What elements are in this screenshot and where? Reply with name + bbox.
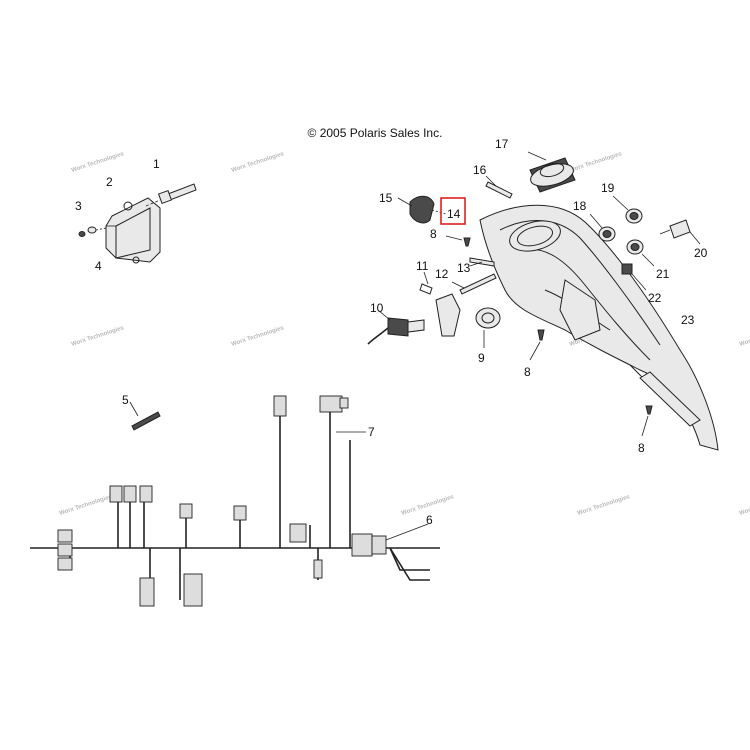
small-parts-18-22 xyxy=(589,195,701,291)
watermark: Worx Technologies xyxy=(739,325,750,348)
connector xyxy=(233,505,247,521)
callout-22: 22 xyxy=(648,291,662,305)
callout-20: 20 xyxy=(694,246,708,260)
highlight-box-part-14[interactable] xyxy=(440,197,466,225)
watermark: Worx Technologies xyxy=(577,494,632,517)
callout-11: 11 xyxy=(416,259,429,273)
connector xyxy=(183,573,203,607)
screw-16 xyxy=(485,175,513,199)
callout-8: 8 xyxy=(430,227,437,241)
connector xyxy=(139,577,155,607)
callout-19: 19 xyxy=(601,181,615,195)
callout-6: 6 xyxy=(426,513,433,527)
watermark: Worx Technologies xyxy=(569,151,624,174)
connector xyxy=(109,485,123,503)
watermark: Worx Technologies xyxy=(231,325,286,348)
bulb-10 xyxy=(367,309,425,345)
callout-23: 23 xyxy=(681,313,695,327)
connector xyxy=(179,503,193,519)
connector xyxy=(289,523,307,543)
switch-11 xyxy=(419,271,461,337)
watermark: Worx Technologies xyxy=(71,325,126,348)
bracket-15 xyxy=(397,195,447,224)
connector xyxy=(139,485,153,503)
callout-3: 3 xyxy=(75,199,82,213)
callout-18: 18 xyxy=(573,199,587,213)
screws-8 xyxy=(445,235,653,437)
headlight-pod-assembly xyxy=(479,204,719,451)
callout-14: 14 xyxy=(447,207,461,221)
copyright-text: © 2005 Polaris Sales Inc. xyxy=(307,126,443,140)
callout-21: 21 xyxy=(656,267,670,281)
connector xyxy=(273,395,287,417)
callouts: 1 2 3 4 5 6 7 8 9 10 11 12 13 14 15 16 1… xyxy=(75,137,708,527)
connector xyxy=(339,397,349,409)
watermark: Worx Technologies xyxy=(739,494,750,517)
socket-9 xyxy=(475,307,501,348)
callout-5: 5 xyxy=(122,393,129,407)
watermark: Worx Technologies xyxy=(231,151,286,174)
pin-5 xyxy=(129,401,161,431)
connector xyxy=(57,543,73,557)
connector xyxy=(319,395,343,413)
light-socket-17 xyxy=(527,151,576,193)
voltage-regulator-assembly xyxy=(78,183,197,264)
connector xyxy=(123,485,137,503)
callout-2: 2 xyxy=(106,175,113,189)
connector xyxy=(57,557,73,571)
callout-10: 10 xyxy=(370,301,384,315)
wire-harness-7 xyxy=(30,395,440,607)
callout-13: 13 xyxy=(457,261,471,275)
connector xyxy=(57,529,73,543)
connector-6 xyxy=(351,533,373,557)
callout-16: 16 xyxy=(473,163,487,177)
watermark: Worx Technologies xyxy=(71,151,126,174)
callout-8-c: 8 xyxy=(638,441,645,455)
callout-15: 15 xyxy=(379,191,393,205)
screws-12-13 xyxy=(451,257,497,295)
callout-4: 4 xyxy=(95,259,102,273)
watermark: Worx Technologies xyxy=(59,494,114,517)
connector xyxy=(371,535,387,555)
callout-7: 7 xyxy=(368,425,375,439)
callout-12: 12 xyxy=(435,267,449,281)
callout-1: 1 xyxy=(153,157,160,171)
callout-17: 17 xyxy=(495,137,509,151)
callout-8-b: 8 xyxy=(524,365,531,379)
callout-9: 9 xyxy=(478,351,485,365)
connector xyxy=(313,559,323,579)
